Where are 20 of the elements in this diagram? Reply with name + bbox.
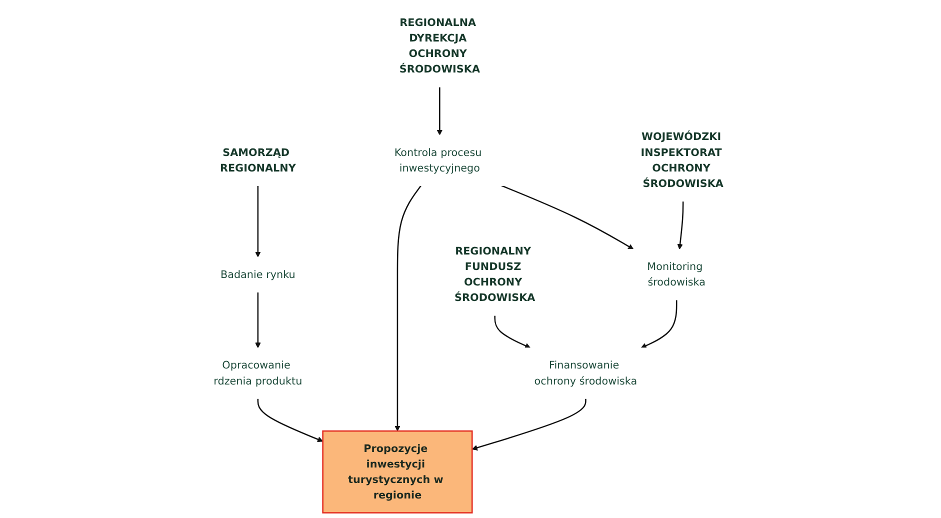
- arrow: [640, 300, 678, 348]
- node-text: Finansowanie ochrony środowiska: [534, 358, 638, 387]
- node-text: Opracowanie rdzenia produktu: [214, 358, 302, 387]
- node-text: Monitoring środowiska: [647, 260, 706, 288]
- arrow: [436, 86, 443, 136]
- arrow: [677, 201, 684, 250]
- node-text: REGIONALNA DYREKCJA OCHRONY ŚRODOWISKA: [399, 16, 480, 76]
- arrow: [472, 398, 586, 450]
- node-text: SAMORZĄD REGIONALNY: [220, 146, 296, 174]
- node-box: Propozycje inwestycji turystycznych w regionie: [322, 430, 473, 514]
- arrow: [501, 185, 634, 250]
- arrow: [255, 186, 261, 258]
- arrow: [494, 315, 531, 348]
- node-text: REGIONALNY FUNDUSZ OCHRONY ŚRODOWISKA: [454, 244, 536, 304]
- arrow: [255, 292, 261, 348]
- arrow: [394, 185, 422, 432]
- arrow: [257, 398, 324, 442]
- node-text: WOJEWÓDZKI INSPEKTORAT OCHRONY ŚRODOWISKA: [640, 130, 724, 190]
- node-text: Kontrola procesu inwestycyjnego: [394, 146, 482, 174]
- node-text: Badanie rynku: [220, 268, 296, 280]
